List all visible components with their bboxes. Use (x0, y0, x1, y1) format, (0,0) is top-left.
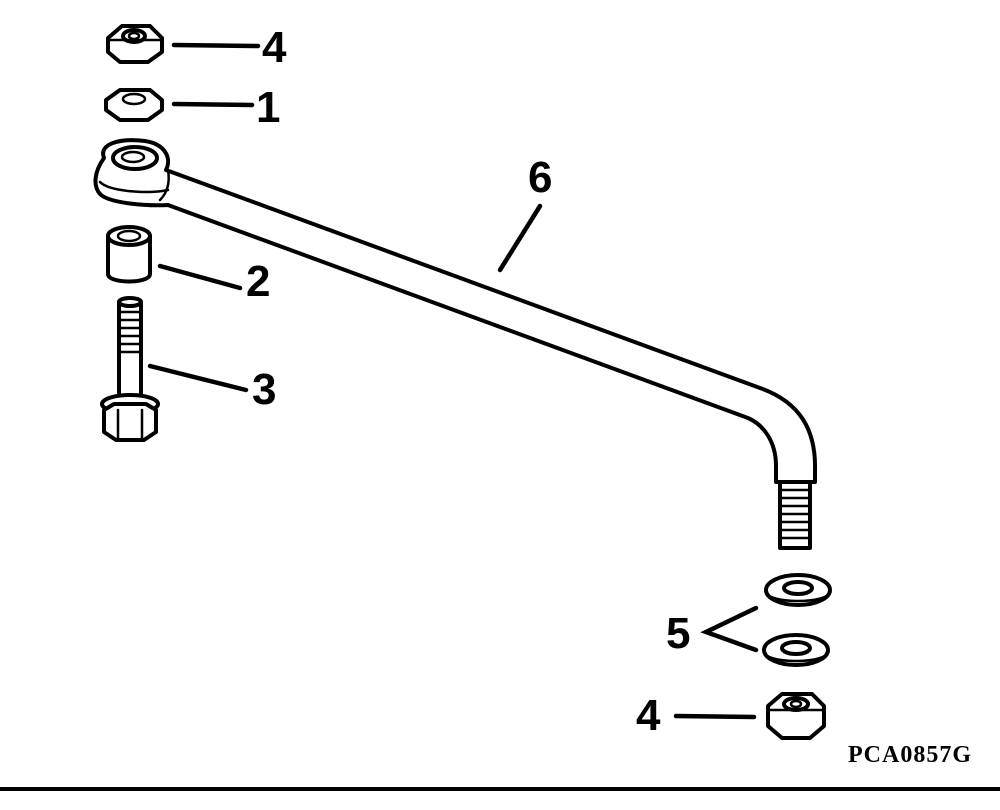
callout-nut-bottom: 4 (636, 691, 661, 740)
hex-nut-icon (106, 24, 164, 64)
callout-washer-top: 1 (256, 83, 280, 132)
hex-nut-icon (766, 692, 826, 740)
callout-washers-bottom: 5 (666, 609, 690, 658)
figure-code: PCA0857G (848, 742, 972, 768)
callout-bolt: 3 (252, 365, 276, 414)
bushing-icon (106, 225, 152, 284)
bolt-icon (100, 296, 160, 442)
leader-line (157, 263, 243, 291)
leader-line (700, 605, 759, 653)
leader-line (147, 363, 249, 393)
leader-line (171, 101, 255, 108)
flat-washer-icon (764, 573, 832, 607)
flat-washer-icon (762, 633, 830, 667)
callout-link-rod: 6 (528, 153, 552, 202)
callout-nut-top: 4 (262, 23, 287, 72)
washer-icon (104, 88, 164, 122)
leader-line (497, 203, 543, 273)
leader-line (171, 42, 261, 49)
link-rod-icon (93, 138, 818, 550)
leader-line (673, 713, 757, 720)
callout-bushing: 2 (246, 257, 270, 306)
